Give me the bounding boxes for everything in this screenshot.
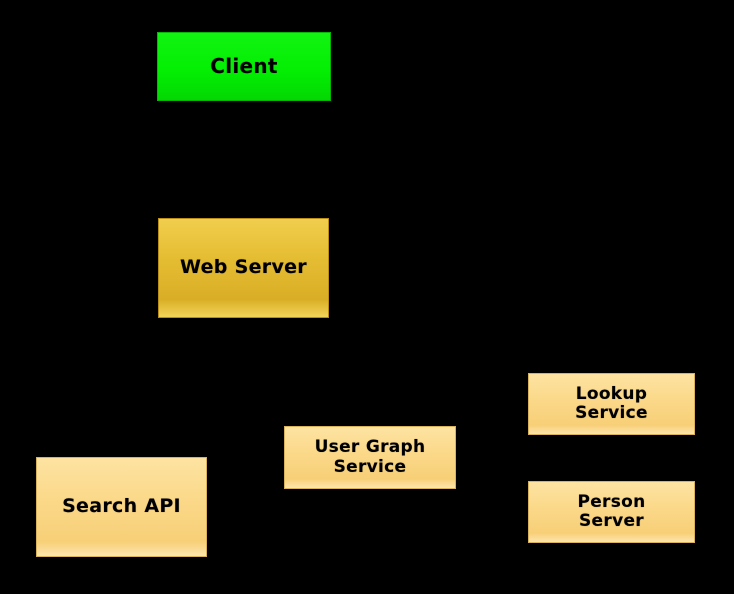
node-person-server-label: Person Server — [577, 491, 646, 531]
node-user-graph-service[interactable]: User Graph Service — [284, 426, 456, 489]
node-web-server[interactable]: Web Server — [158, 218, 329, 318]
node-lookup-service[interactable]: Lookup Service — [528, 373, 695, 435]
node-client-label: Client — [210, 54, 278, 79]
node-person-server[interactable]: Person Server — [528, 481, 695, 543]
node-search-api[interactable]: Search API — [36, 457, 207, 557]
node-web-server-label: Web Server — [180, 256, 307, 279]
node-search-api-label: Search API — [62, 495, 181, 518]
node-user-graph-service-label: User Graph Service — [314, 437, 426, 477]
node-client[interactable]: Client — [157, 32, 331, 101]
node-lookup-service-label: Lookup Service — [575, 383, 648, 423]
